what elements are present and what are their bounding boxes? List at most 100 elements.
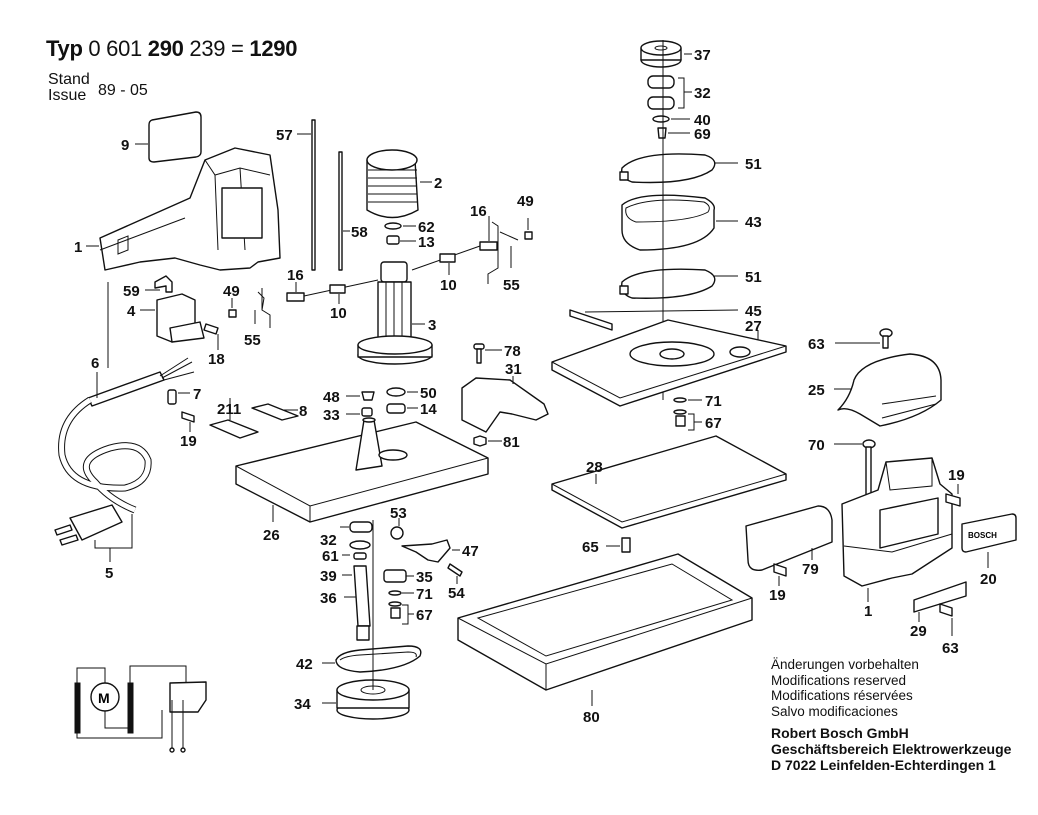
part-43-dust-bellows[interactable]: 43 bbox=[621, 194, 762, 251]
callout-59: 59 bbox=[123, 283, 140, 300]
part-18-screw[interactable]: 18 bbox=[203, 323, 225, 368]
part-10-carbon-brush-left[interactable]: 10 bbox=[303, 279, 379, 322]
company-address: D 7022 Leinfelden-Echterdingen 1 bbox=[771, 757, 996, 773]
part-8-label[interactable]: 8 bbox=[251, 403, 307, 421]
callout-32-a: 32 bbox=[320, 532, 337, 549]
callout-49-left: 49 bbox=[223, 283, 240, 300]
notice-en: Modifications reserved bbox=[771, 672, 907, 688]
part-37-flange[interactable]: 37 bbox=[640, 40, 711, 68]
part-14-bearing[interactable]: 14 bbox=[386, 401, 437, 418]
part-69-screw[interactable]: 69 bbox=[657, 126, 711, 143]
part-10-carbon-brush-right[interactable]: 10 bbox=[411, 245, 481, 294]
part-7-cable-clamp[interactable]: 7 bbox=[167, 386, 201, 405]
callout-53: 53 bbox=[390, 505, 407, 522]
callout-13: 13 bbox=[418, 234, 435, 251]
callout-70: 70 bbox=[808, 437, 825, 454]
part-70-screw[interactable]: 70 bbox=[808, 437, 876, 496]
part-32-bearing[interactable]: 32 bbox=[320, 521, 373, 549]
callout-36: 36 bbox=[320, 590, 337, 607]
part-16-brush-holder-left[interactable]: 16 bbox=[286, 267, 305, 302]
callout-62: 62 bbox=[418, 219, 435, 236]
part-1-housing[interactable]: 1 bbox=[74, 147, 281, 271]
callout-40: 40 bbox=[694, 112, 711, 129]
part-47-lever[interactable]: 47 bbox=[401, 539, 479, 563]
type-equals: = bbox=[231, 36, 244, 61]
callout-33: 33 bbox=[323, 407, 340, 424]
motor-letter: M bbox=[98, 690, 110, 706]
part-19-screw-b[interactable]: 19 bbox=[945, 467, 965, 507]
callout-49-right: 49 bbox=[517, 193, 534, 210]
callout-47: 47 bbox=[462, 543, 479, 560]
part-32-ball-bearing-pair[interactable]: 32 bbox=[647, 75, 711, 110]
part-65-screw[interactable]: 65 bbox=[582, 537, 631, 556]
part-67-screw-set-a[interactable]: 67 bbox=[388, 601, 433, 625]
part-16-brush-holder-right[interactable]: 16 bbox=[470, 203, 498, 251]
part-3-armature[interactable]: 3 bbox=[357, 261, 436, 365]
part-19-screw-c[interactable]: 19 bbox=[769, 563, 787, 604]
issue-label: Stand Issue bbox=[48, 72, 90, 104]
part-2-field-coil[interactable]: 2 bbox=[366, 149, 442, 219]
part-28-sanding-pad[interactable]: 28 bbox=[551, 435, 787, 529]
part-55-brush-spring-left[interactable]: 55 bbox=[244, 288, 271, 349]
part-78-screw[interactable]: 78 bbox=[473, 343, 521, 364]
part-80-dust-box[interactable]: 80 bbox=[457, 553, 753, 726]
callout-34: 34 bbox=[294, 696, 311, 713]
part-36-eccentric-shaft[interactable]: 36 bbox=[320, 565, 371, 641]
part-55-brush-spring-right[interactable]: 55 bbox=[487, 221, 520, 294]
part-33-bearing[interactable]: 33 bbox=[323, 407, 373, 424]
part-50-washer[interactable]: 50 bbox=[386, 385, 437, 402]
callout-6: 6 bbox=[91, 355, 99, 372]
callout-14: 14 bbox=[420, 401, 437, 418]
part-62-washer[interactable]: 62 bbox=[384, 219, 435, 236]
part-26-bearing-plate[interactable]: 26 bbox=[235, 417, 489, 544]
part-31-lever[interactable]: 31 bbox=[461, 361, 549, 433]
part-81-nut[interactable]: 81 bbox=[473, 434, 520, 451]
part-5-power-cord[interactable]: 5 bbox=[54, 397, 152, 582]
part-34-toothed-pulley[interactable]: 34 bbox=[294, 679, 410, 720]
part-40-washer[interactable]: 40 bbox=[652, 112, 711, 129]
part-63-screw-bottom[interactable]: 63 bbox=[939, 603, 959, 657]
part-4-switch[interactable]: 4 bbox=[127, 293, 205, 343]
part-53-bearing[interactable]: 53 bbox=[390, 505, 407, 540]
part-211-label[interactable]: 211 bbox=[209, 398, 259, 439]
callout-3: 3 bbox=[428, 317, 436, 334]
callout-31: 31 bbox=[505, 361, 522, 378]
callout-51-upper: 51 bbox=[745, 156, 762, 173]
part-51-hose-clamp-upper[interactable]: 51 bbox=[619, 153, 762, 184]
part-45-clamp-bar[interactable]: 45 bbox=[569, 303, 762, 331]
part-29-cover-plate[interactable]: 29 bbox=[910, 581, 967, 640]
callout-27: 27 bbox=[745, 318, 762, 335]
part-49-clip-left[interactable]: 49 bbox=[223, 283, 240, 318]
part-71-washer-a[interactable]: 71 bbox=[388, 586, 433, 603]
part-57-tie-rod[interactable]: 57 bbox=[276, 119, 316, 271]
part-25-motor-cover[interactable]: 25 bbox=[808, 353, 942, 427]
part-51-hose-clamp-lower[interactable]: 51 bbox=[619, 268, 762, 299]
part-61-washer[interactable]: 61 bbox=[322, 540, 371, 565]
part-9-label-plate[interactable]: 9 bbox=[121, 111, 202, 163]
callout-5: 5 bbox=[105, 565, 113, 582]
part-67-screw-set-b[interactable]: 67 bbox=[673, 409, 722, 432]
type-part-b: 290 bbox=[147, 36, 184, 61]
part-71-washer-b[interactable]: 71 bbox=[673, 393, 722, 410]
part-42-toothed-belt[interactable]: 42 bbox=[296, 645, 422, 673]
part-63-screw-top[interactable]: 63 bbox=[808, 328, 893, 353]
part-35-pulley[interactable]: 35 bbox=[383, 569, 433, 586]
callout-26: 26 bbox=[263, 527, 280, 544]
part-54-pin[interactable]: 54 bbox=[447, 563, 465, 602]
part-59-switch-bracket[interactable]: 59 bbox=[123, 275, 173, 300]
callout-19-c: 19 bbox=[769, 587, 786, 604]
type-part-c: 239 bbox=[189, 36, 226, 61]
part-58-tie-rod[interactable]: 58 bbox=[338, 151, 368, 271]
part-79-handle-cover[interactable]: 79 bbox=[745, 505, 833, 578]
part-39-bushing[interactable]: 39 bbox=[320, 552, 367, 585]
part-49-clip-right[interactable]: 49 bbox=[517, 193, 534, 240]
part-48-cap[interactable]: 48 bbox=[323, 389, 375, 406]
part-20-nameplate[interactable]: BOSCH 20 bbox=[961, 513, 1017, 588]
part-27-base-plate[interactable]: 27 bbox=[551, 318, 787, 407]
part-6-cable-protector[interactable]: 6 bbox=[87, 355, 195, 407]
part-13-bearing[interactable]: 13 bbox=[386, 234, 435, 251]
callout-69: 69 bbox=[694, 126, 711, 143]
part-19-screw-a[interactable]: 19 bbox=[180, 411, 197, 450]
part-1-motor-housing[interactable]: 1 bbox=[841, 457, 953, 620]
